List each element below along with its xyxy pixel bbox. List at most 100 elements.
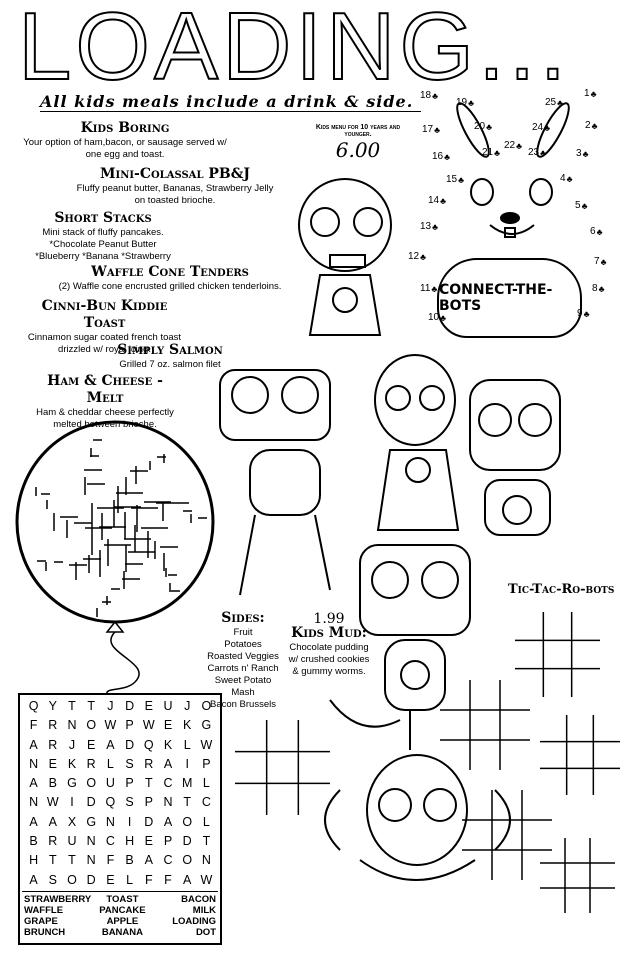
letter-cell[interactable]: O [182,814,193,829]
letter-cell[interactable]: E [144,834,153,849]
letter-cell[interactable]: K [163,737,173,752]
letter-cell[interactable]: P [163,834,173,849]
letter-cell[interactable]: A [29,814,38,829]
letter-cell[interactable]: F [106,853,115,868]
letter-cell[interactable]: W [200,737,213,752]
letter-cell[interactable]: Y [48,699,57,713]
letter-cell[interactable]: S [125,795,134,810]
tic-tac-toe-grid[interactable] [235,720,330,815]
letter-cell[interactable]: N [29,795,39,810]
letter-cell[interactable]: O [86,718,97,733]
letter-cell[interactable]: A [183,872,192,887]
letter-cell[interactable]: B [29,834,38,849]
letter-cell[interactable]: R [144,756,154,771]
letter-cell[interactable]: G [86,814,97,829]
letter-cell[interactable]: P [125,776,134,791]
letter-cell[interactable]: X [67,814,77,829]
letter-cell[interactable]: A [163,814,173,829]
letter-cell[interactable]: U [67,834,77,849]
letter-cell[interactable]: A [29,872,38,887]
letter-cell[interactable]: N [29,756,39,771]
letter-cell[interactable]: W [46,795,59,810]
letter-cell[interactable]: E [144,699,153,713]
letter-cell[interactable]: C [201,795,211,810]
letter-cell[interactable]: L [202,776,210,791]
letter-cell[interactable]: I [70,795,74,810]
letter-cell[interactable]: A [144,853,153,868]
letter-cell[interactable]: E [87,737,96,752]
letter-cell[interactable]: D [182,834,192,849]
letter-cell[interactable]: J [68,737,76,752]
tic-tac-toe-grid[interactable] [462,790,552,880]
letter-cell[interactable]: N [163,795,173,810]
letter-cell[interactable]: Q [105,795,116,810]
letter-cell[interactable]: D [86,872,96,887]
letter-cell[interactable]: N [201,853,211,868]
letter-cell[interactable]: E [163,718,173,733]
letter-cell[interactable]: T [68,853,76,868]
letter-cell[interactable]: C [163,776,173,791]
letter-cell[interactable]: N [67,718,77,733]
letter-cell[interactable]: R [86,756,96,771]
tic-tac-toe-grid[interactable] [540,715,620,795]
letter-cell[interactable]: J [184,699,191,713]
letter-cell[interactable]: H [125,834,135,849]
letter-cell[interactable]: A [29,776,38,791]
letter-cell[interactable]: O [67,872,77,887]
letter-cell[interactable]: D [86,795,96,810]
letter-cell[interactable]: S [48,872,57,887]
letter-cell[interactable]: U [163,699,173,713]
tic-tac-toe-grid[interactable] [540,838,615,913]
letter-cell[interactable]: T [68,699,76,713]
letter-cell[interactable]: G [201,718,212,733]
letter-cell[interactable]: R [48,737,58,752]
letter-cell[interactable]: P [144,795,153,810]
letter-cell[interactable]: F [164,872,172,887]
letter-cell[interactable]: A [29,737,38,752]
tic-tac-toe-grid[interactable] [515,612,600,697]
letter-cell[interactable]: T [48,853,57,868]
letter-cell[interactable]: P [202,756,211,771]
letter-cell[interactable]: D [144,814,154,829]
letter-cell[interactable]: L [183,737,191,752]
letter-cell[interactable]: F [144,872,153,887]
letter-cell[interactable]: L [126,872,134,887]
letter-cell[interactable]: Q [28,699,39,713]
letter-cell[interactable]: N [86,853,96,868]
letter-cell[interactable]: R [48,834,58,849]
letter-cell[interactable]: K [67,756,77,771]
letter-cell[interactable]: G [67,776,77,791]
letter-cell[interactable]: I [185,756,189,771]
letter-cell[interactable]: E [106,872,115,887]
tic-tac-toe-grid[interactable] [440,680,530,770]
letter-cell[interactable]: T [202,834,211,849]
letter-cell[interactable]: U [105,776,115,791]
letter-cell[interactable]: T [144,776,153,791]
letter-cell[interactable]: L [106,756,114,771]
letter-cell[interactable]: D [125,699,135,713]
letter-cell[interactable]: A [163,756,173,771]
letter-cell[interactable]: W [200,872,213,887]
letter-cell[interactable]: O [182,853,193,868]
letter-cell[interactable]: T [183,795,192,810]
letter-cell[interactable]: O [201,699,212,713]
letter-cell[interactable]: K [183,718,192,733]
letter-cell[interactable]: J [107,699,114,713]
letter-cell[interactable]: D [125,737,135,752]
letter-cell[interactable]: P [125,718,134,733]
letter-cell[interactable]: E [48,756,57,771]
letter-cell[interactable]: M [181,776,193,791]
letter-cell[interactable]: A [48,814,57,829]
letter-cell[interactable]: C [163,853,173,868]
letter-cell[interactable]: B [125,853,134,868]
letter-cell[interactable]: C [105,834,115,849]
letter-cell[interactable]: L [202,814,210,829]
letter-cell[interactable]: H [29,853,39,868]
letter-cell[interactable]: W [142,718,155,733]
letter-cell[interactable]: S [125,756,134,771]
letter-cell[interactable]: B [48,776,57,791]
letter-cell[interactable]: W [104,718,117,733]
letter-cell[interactable]: F [29,718,38,733]
letter-cell[interactable]: T [87,699,96,713]
letter-cell[interactable]: A [106,737,115,752]
